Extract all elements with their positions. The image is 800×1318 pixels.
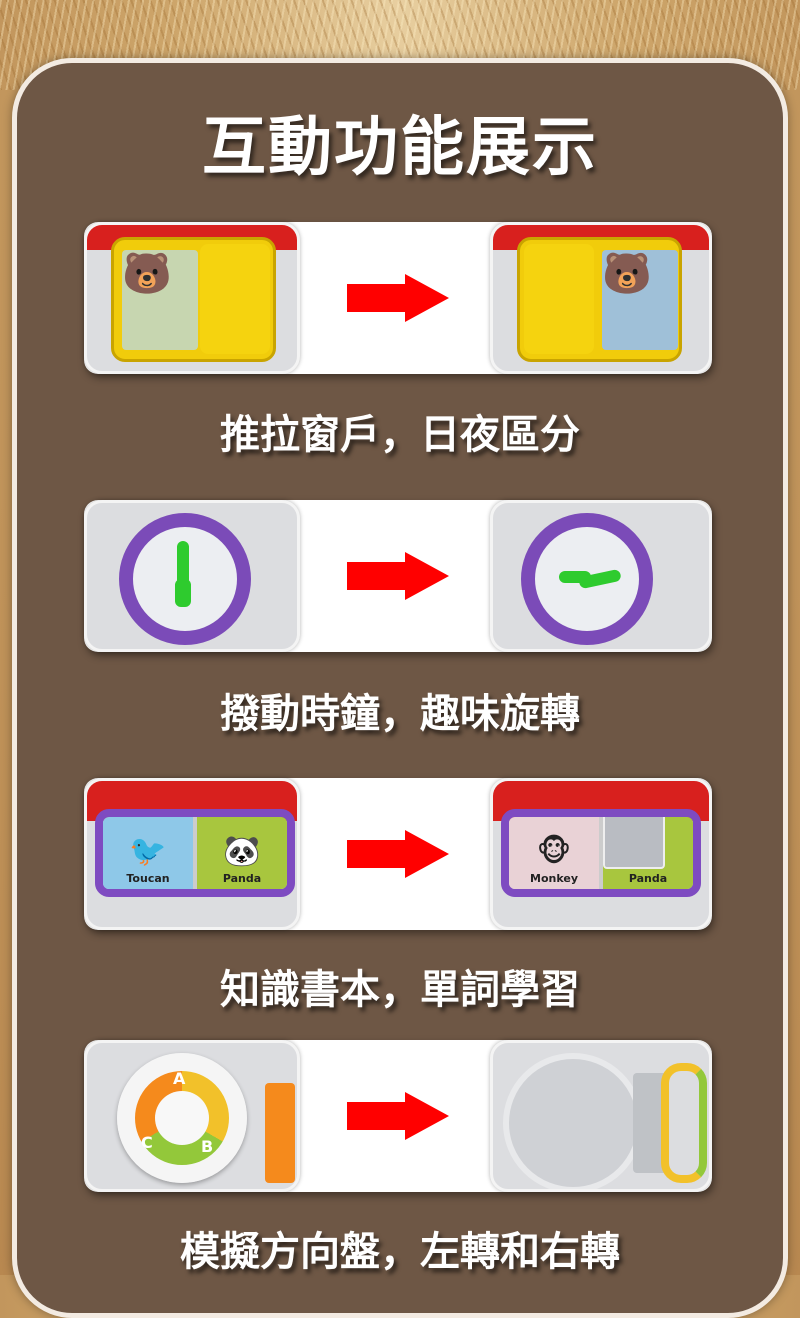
feature-strip-wheel: A B C: [84, 1040, 712, 1192]
panda-card: Panda: [599, 817, 693, 889]
feature-caption: 知識書本，單詞學習: [220, 967, 580, 1013]
clock-icon: [521, 513, 653, 645]
wheel-flipped-image: [490, 1040, 712, 1192]
arrow-right-icon: [347, 552, 449, 600]
feature-caption: 模擬方向盤，左轉和右轉: [180, 1229, 620, 1275]
feature-caption: 推拉窗戶，日夜區分: [220, 412, 580, 458]
book-page-flap[interactable]: [603, 817, 665, 869]
clock-after-image: [490, 500, 712, 652]
clock-before-image: [84, 500, 300, 652]
feature-strip-clock: [84, 500, 712, 652]
arrow-right-icon: [347, 274, 449, 322]
arrow-right-icon: [347, 1092, 449, 1140]
feature-caption: 撥動時鐘，趣味旋轉: [220, 691, 580, 737]
window-open-image: 🐻: [490, 222, 712, 374]
page-title: 互動功能展示: [202, 111, 598, 185]
clock-icon: [119, 513, 251, 645]
feature-strip-window: 🐻 🐻: [84, 222, 712, 374]
bear-icon: 🐻: [602, 250, 678, 350]
monkey-card: 🐵Monkey: [509, 817, 599, 889]
window-closed-image: 🐻: [84, 222, 300, 374]
bear-icon: 🐻: [122, 250, 198, 350]
panda-card: 🐼Panda: [193, 817, 287, 889]
book-closed-image: 🐦Toucan 🐼Panda: [84, 778, 300, 930]
book-open-image: 🐵Monkey Panda: [490, 778, 712, 930]
feature-strip-book: 🐦Toucan 🐼Panda 🐵Monkey Panda: [84, 778, 712, 930]
steering-wheel-icon: A B C: [117, 1053, 247, 1183]
steering-wheel-image: A B C: [84, 1040, 300, 1192]
arrow-right-icon: [347, 830, 449, 878]
toucan-card: 🐦Toucan: [103, 817, 193, 889]
